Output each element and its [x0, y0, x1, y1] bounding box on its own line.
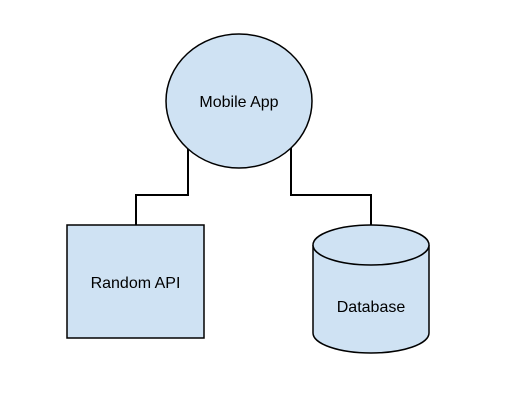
mobile-app-ellipse — [165, 33, 313, 169]
node-mobile-app: Mobile App — [165, 33, 313, 169]
database-cylinder-top — [312, 224, 430, 266]
node-database: Database — [312, 224, 430, 354]
database-cylinder-body — [312, 245, 430, 354]
random-api-box — [66, 224, 205, 339]
connector-mobile-app-to-random-api — [135, 146, 189, 225]
database-label: Database — [337, 299, 406, 316]
connector-mobile-app-to-database — [290, 146, 372, 225]
node-random-api: Random API — [66, 224, 205, 339]
mobile-app-label: Mobile App — [199, 94, 278, 111]
random-api-label: Random API — [91, 275, 181, 292]
